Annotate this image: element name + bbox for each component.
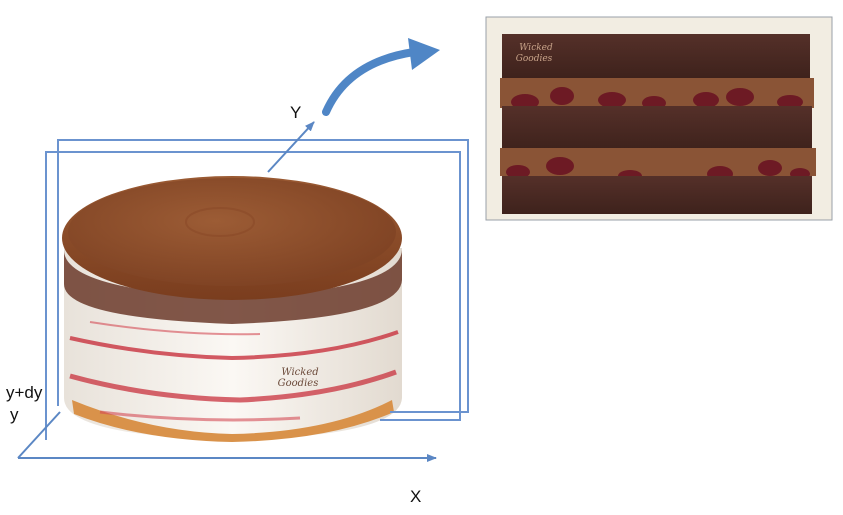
y-axis-arrow xyxy=(267,121,315,173)
cake-photo: Wicked Goodies xyxy=(58,172,404,442)
depth-axis-line xyxy=(17,411,61,459)
cake-logo-line1: Wicked xyxy=(281,367,318,378)
axes xyxy=(17,121,437,462)
x-axis-label: X xyxy=(410,487,421,506)
control-volume-frames xyxy=(45,139,469,440)
y-label: y xyxy=(10,405,19,424)
back-frame xyxy=(57,139,469,413)
front-frame xyxy=(45,151,461,440)
cake-logo-line2: Goodies xyxy=(278,378,319,389)
curved-up-right-arrow-icon xyxy=(322,38,440,116)
cake-slice-photo: Wicked Goodies xyxy=(485,16,833,221)
slice-logo-line1: Wicked xyxy=(519,43,553,53)
y-plus-dy-label: y+dy xyxy=(6,383,43,402)
slice-logo-line2: Goodies xyxy=(516,54,553,64)
y-arrow-label: Y xyxy=(290,103,301,122)
